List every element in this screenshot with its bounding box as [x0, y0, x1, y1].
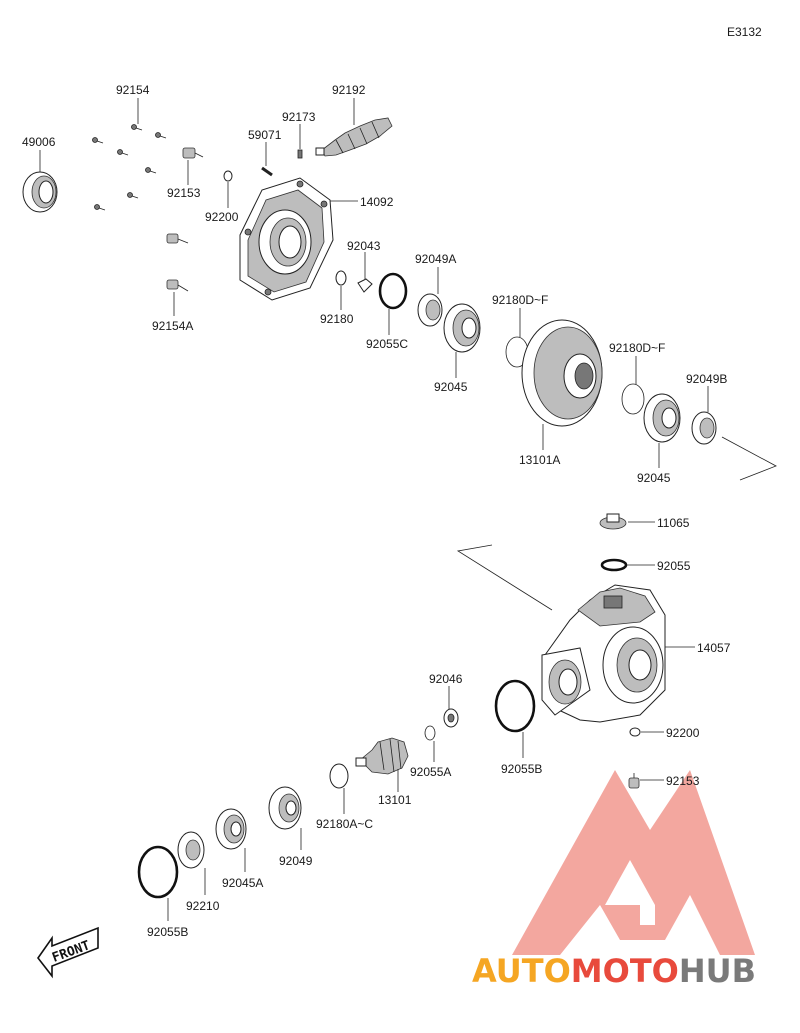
- label-14057: 14057: [697, 641, 731, 655]
- label-92045A: 92045A: [222, 876, 263, 890]
- front-direction-arrow: FRONT: [37, 926, 99, 979]
- part-92055C-oring: [378, 272, 408, 310]
- label-92153: 92153: [167, 186, 201, 200]
- label-92055B-right: 92055B: [501, 762, 542, 776]
- label-92045-top: 92045: [434, 380, 468, 394]
- diagram-code: E3132: [727, 25, 762, 39]
- part-92055B-oring-left: [137, 845, 179, 899]
- part-92049A-seal: [417, 293, 443, 327]
- part-92045A-bearing: [215, 808, 247, 850]
- part-92046: [443, 708, 459, 728]
- part-92210: [177, 831, 205, 869]
- watermark-text-hub: HUB: [679, 952, 756, 990]
- part-14092-cover: [239, 177, 334, 301]
- label-49006: 49006: [22, 135, 56, 149]
- label-92180AC: 92180A~C: [316, 817, 373, 831]
- label-92153-lower: 92153: [666, 774, 700, 788]
- part-92049B-seal: [691, 411, 717, 445]
- label-92055A: 92055A: [410, 765, 451, 779]
- part-11065-cap: [599, 513, 627, 530]
- part-92180-shim: [335, 270, 347, 286]
- label-92043: 92043: [347, 239, 381, 253]
- label-92180: 92180: [320, 312, 354, 326]
- label-92049: 92049: [279, 854, 313, 868]
- part-92043: [357, 278, 373, 293]
- label-59071: 59071: [248, 128, 282, 142]
- label-92210: 92210: [186, 899, 220, 913]
- part-13101-pinion: [355, 737, 409, 775]
- label-92055C: 92055C: [366, 337, 408, 351]
- label-92192: 92192: [332, 83, 366, 97]
- part-49006-ring: [22, 171, 58, 213]
- part-92055-oring: [600, 558, 628, 572]
- part-92055A-ring: [424, 725, 436, 741]
- part-14057-housing: [541, 584, 666, 723]
- label-13101A: 13101A: [519, 453, 560, 467]
- label-92045-right: 92045: [637, 471, 671, 485]
- part-92200-washer: [223, 170, 233, 182]
- watermark-logo-cutout: [605, 860, 655, 925]
- label-92200-top: 92200: [205, 210, 239, 224]
- label-92200-lower: 92200: [666, 726, 700, 740]
- label-92055B-left: 92055B: [147, 925, 188, 939]
- label-92055: 92055: [657, 559, 691, 573]
- watermark-text-moto: MOTO: [571, 952, 679, 990]
- part-92173-clip: [297, 149, 303, 159]
- watermark-text-auto: AUTO: [472, 952, 571, 990]
- part-59071-pin: [261, 166, 273, 177]
- part-92055B-oring-right: [494, 679, 536, 733]
- continuation-line-right: [721, 436, 777, 481]
- part-92180AC-shim: [329, 763, 349, 789]
- part-92200-washer-lower: [629, 727, 641, 737]
- label-92049B: 92049B: [686, 372, 727, 386]
- label-13101: 13101: [378, 793, 412, 807]
- part-92154A-bolts: [166, 233, 189, 292]
- label-92154A: 92154A: [152, 319, 193, 333]
- watermark-logo-shape: [512, 770, 755, 955]
- part-92045-bearing-right: [643, 393, 681, 443]
- small-bolts-cluster: [92, 124, 167, 211]
- label-92154: 92154: [116, 83, 150, 97]
- label-92049A: 92049A: [415, 252, 456, 266]
- label-92046: 92046: [429, 672, 463, 686]
- label-92173: 92173: [282, 110, 316, 124]
- watermark-logo: [512, 770, 755, 955]
- part-92045-bearing-top: [443, 303, 481, 353]
- label-11065: 11065: [657, 516, 690, 530]
- continuation-line-left: [456, 544, 553, 611]
- label-92180DF-2: 92180D~F: [609, 341, 665, 355]
- part-92180DF-shim-2: [621, 383, 645, 415]
- part-92192-boot: [315, 117, 393, 157]
- label-14092: 14092: [360, 195, 394, 209]
- part-13101A-gear: [521, 319, 603, 427]
- watermark-text: AUTOMOTOHUB: [472, 952, 756, 990]
- part-92153-bolt: [182, 147, 204, 159]
- label-92180DF-1: 92180D~F: [492, 293, 548, 307]
- part-92153-lower: [628, 773, 640, 789]
- part-92049-seal: [268, 786, 302, 830]
